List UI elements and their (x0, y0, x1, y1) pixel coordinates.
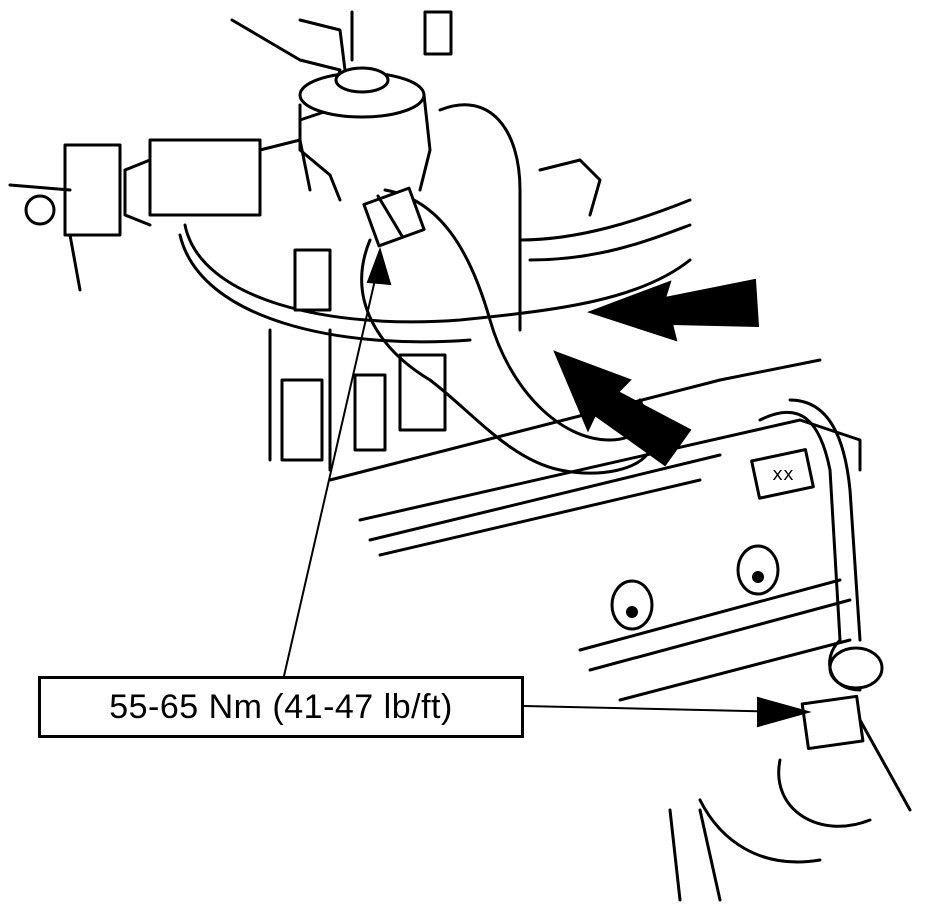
leader-lines (283, 246, 812, 728)
left-connector-assembly (8, 138, 312, 292)
egr-valve-assembly (230, 10, 453, 202)
cover-emblem-label: xx (772, 464, 794, 485)
lower-fitting (668, 694, 912, 902)
torque-callout-text: 55-65 Nm (41-47 lb/ft) (109, 687, 453, 726)
cover-bolts (610, 544, 780, 631)
torque-callout: 55-65 Nm (41-47 lb/ft) (38, 676, 524, 738)
intake-manifold (178, 103, 692, 472)
arrow-icon (553, 350, 692, 467)
arrow-icon (586, 278, 760, 342)
return-tube (758, 398, 884, 692)
valve-cover (328, 358, 862, 702)
injector-row (280, 248, 447, 462)
